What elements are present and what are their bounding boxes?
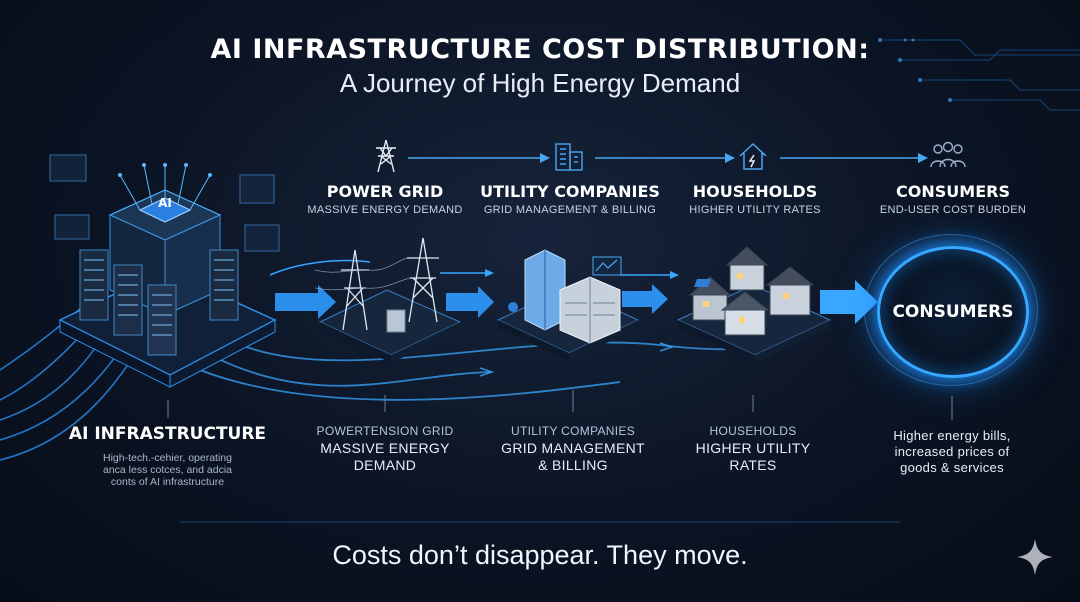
consumers-caption-line: increased prices of: [894, 444, 1010, 459]
consumers-caption: Higher energy bills, increased prices of…: [872, 428, 1032, 476]
utility-caption: UTILITY COMPANIES GRID MANAGEMENT & BILL…: [483, 423, 663, 474]
power-grid-illustration: [315, 237, 462, 363]
stage-subtitle-utility: GRID MANAGEMENT & BILLING: [483, 204, 657, 216]
power-grid-caption-line: MASSIVE ENERGY: [320, 440, 450, 456]
ai-infrastructure-desc: High-tech.-cehier, operating anca less c…: [60, 452, 275, 488]
building-icon: [555, 143, 583, 171]
households-illustration: [676, 246, 832, 363]
utility-caption-line: & BILLING: [538, 457, 608, 473]
stage-title-utility: UTILITY COMPANIES: [480, 182, 660, 201]
consumers-circle-label: CONSUMERS: [892, 302, 1014, 322]
utility-illustration: [496, 249, 640, 361]
sparkle-icon: [1017, 539, 1053, 575]
consumers-caption-line: goods & services: [900, 460, 1004, 475]
utility-caption-line: GRID MANAGEMENT: [501, 440, 645, 456]
power-grid-caption-line: DEMAND: [353, 457, 417, 473]
households-caption: HOUSEHOLDS HIGHER UTILITY RATES: [673, 423, 833, 474]
ai-chip-badge: AI: [158, 196, 172, 210]
ai-infrastructure-desc-line: anca less cotces, and adcia: [103, 464, 232, 476]
footer-tagline: Costs don’t disappear. They move.: [332, 540, 748, 570]
consumers-circle-ring: [864, 234, 1038, 386]
utility-caption-small: UTILITY COMPANIES: [510, 424, 635, 438]
consumers-circle: CONSUMERS: [877, 246, 1029, 378]
power-grid-caption: POWERTENSION GRID MASSIVE ENERGY DEMAND: [305, 423, 465, 474]
stage-title-consumers: CONSUMERS: [896, 182, 1010, 201]
page-subtitle: A Journey of High Energy Demand: [339, 68, 741, 98]
people-icon: [930, 141, 966, 168]
ai-infrastructure-title: AI INFRASTRUCTURE: [68, 424, 267, 444]
stage-subtitle-households: HIGHER UTILITY RATES: [689, 204, 821, 216]
ai-server-illustration: [49, 154, 280, 388]
stage-subtitle-consumers: END-USER COST BURDEN: [879, 204, 1027, 216]
page-title: AI INFRASTRUCTURE COST DISTRIBUTION:: [210, 34, 870, 65]
power-grid-caption-small: POWERTENSION GRID: [316, 424, 454, 438]
ai-infrastructure-desc-line: conts of AI infrastructure: [110, 476, 225, 488]
consumers-caption-line: Higher energy bills,: [893, 428, 1011, 443]
house-icon: [739, 142, 767, 170]
stage-title-households: HOUSEHOLDS: [692, 182, 818, 201]
transmission-tower-icon: [376, 139, 396, 173]
households-caption-line: RATES: [729, 457, 777, 473]
households-caption-small: HOUSEHOLDS: [709, 424, 797, 438]
stage-title-power-grid: POWER GRID: [326, 182, 444, 201]
stage-subtitle-power-grid: MASSIVE ENERGY DEMAND: [307, 204, 463, 216]
top-flow-line: [408, 153, 928, 163]
households-caption-line: HIGHER UTILITY: [695, 440, 811, 456]
ai-infrastructure-desc-line: High-tech.-cehier, operating: [103, 452, 232, 464]
